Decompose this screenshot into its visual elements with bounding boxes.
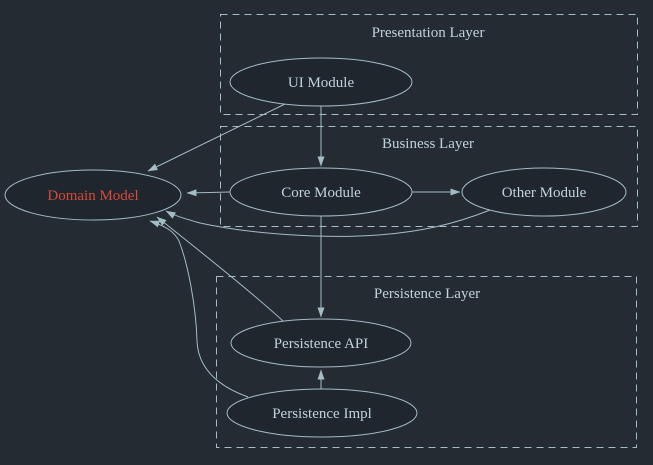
- edges: [147, 103, 491, 398]
- cluster-business-label: Business Layer: [382, 136, 474, 152]
- node-other-module-shape: [461, 167, 627, 217]
- cluster-persistence-label: Persistence Layer: [374, 286, 480, 302]
- node-ui-module-label: UI Module: [288, 75, 355, 91]
- edge-other-module-to-domain-model: [165, 209, 491, 237]
- node-ui-module-shape: [229, 57, 413, 107]
- node-persistence-impl: Persistence Impl: [226, 388, 418, 438]
- edge-core-module-to-domain-model: [186, 189, 231, 197]
- cluster-business-border: [220, 126, 638, 227]
- node-persistence-api-shape: [230, 318, 412, 368]
- node-other-module: Other Module: [461, 167, 627, 217]
- edge-persistence-api-to-domain-model: [156, 216, 284, 322]
- node-core-module: Core Module: [229, 167, 413, 217]
- node-domain-model-label: Domain Model: [47, 188, 138, 204]
- edge-ui-module-to-domain-model: [147, 103, 286, 172]
- node-persistence-api: Persistence API: [230, 318, 412, 368]
- node-ui-module: UI Module: [229, 57, 413, 107]
- cluster-presentation-border: [220, 14, 638, 115]
- edge-persistence-impl-to-domain-model: [149, 220, 249, 398]
- node-other-module-label: Other Module: [502, 185, 587, 201]
- cluster-persistence-layer: Persistence Layer: [216, 276, 637, 448]
- cluster-business-layer: Business Layer: [220, 126, 638, 227]
- cluster-presentation-layer: Presentation Layer: [220, 14, 638, 115]
- node-domain-model: Domain Model: [4, 169, 182, 221]
- node-domain-model-shape: [4, 169, 182, 221]
- node-persistence-api-label: Persistence API: [274, 336, 369, 352]
- node-persistence-impl-label: Persistence Impl: [272, 406, 372, 422]
- node-core-module-shape: [229, 167, 413, 217]
- node-core-module-label: Core Module: [281, 185, 361, 201]
- node-persistence-impl-shape: [226, 388, 418, 438]
- cluster-presentation-label: Presentation Layer: [372, 25, 485, 41]
- cluster-persistence-border: [216, 276, 637, 448]
